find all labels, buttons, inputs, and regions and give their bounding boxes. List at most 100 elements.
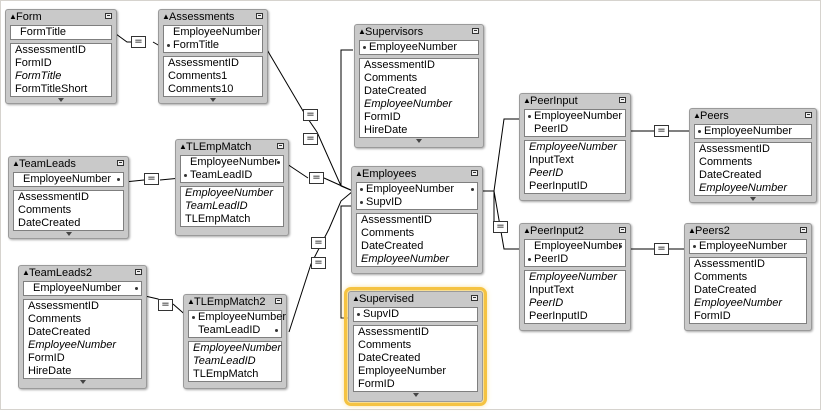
collapse-icon[interactable] bbox=[105, 13, 112, 19]
field-list[interactable]: EmployeeNumber TeamLeadID TLEmpMatch bbox=[188, 341, 282, 382]
field: HireDate bbox=[364, 124, 408, 136]
key-fields: EmployeeNumber TeamLeadID bbox=[188, 310, 286, 338]
field-list[interactable]: AssessmentID Comments DateCreated Employ… bbox=[353, 325, 478, 392]
table-occurrence-peers[interactable]: ▲Peers EmployeeNumber AssessmentID Comme… bbox=[689, 108, 817, 203]
key-field[interactable]: EmployeeNumber bbox=[690, 240, 806, 253]
relationship-operator[interactable]: = bbox=[158, 299, 173, 311]
collapse-icon[interactable] bbox=[805, 112, 812, 118]
field-list[interactable]: AssessmentID Comments DateCreated Employ… bbox=[23, 299, 142, 379]
key-fields: EmployeeNumber bbox=[13, 172, 124, 187]
collapse-icon[interactable] bbox=[619, 227, 626, 233]
scroll-down-icon[interactable] bbox=[9, 231, 128, 237]
field: EmployeeNumber bbox=[529, 141, 618, 153]
table-occurrence-supervisors[interactable]: ▲Supervisors EmployeeNumber AssessmentID… bbox=[354, 24, 484, 148]
table-occurrence-assessments[interactable]: ▲Assessments EmployeeNumber FormTitle As… bbox=[158, 9, 268, 104]
key-field[interactable]: EmployeeNumber bbox=[695, 125, 811, 138]
field: TeamLeadID bbox=[193, 355, 256, 367]
scroll-down-icon[interactable] bbox=[159, 97, 267, 103]
key-field[interactable]: FormTitle bbox=[20, 26, 67, 38]
relationship-operator[interactable]: = bbox=[131, 36, 146, 48]
pin-icon: ▲ bbox=[352, 294, 360, 303]
field-list[interactable]: AssessmentID Comments DateCreated Employ… bbox=[359, 58, 479, 138]
field: AssessmentID bbox=[694, 258, 765, 270]
field-list[interactable]: AssessmentID Comments DateCreated Employ… bbox=[689, 257, 807, 324]
table-occurrence-peers2[interactable]: ▲Peers2 EmployeeNumber AssessmentID Comm… bbox=[684, 223, 812, 331]
field-list[interactable]: AssessmentID Comments DateCreated bbox=[13, 190, 124, 231]
relationship-operator[interactable]: = bbox=[311, 237, 326, 249]
scroll-down-icon[interactable] bbox=[6, 97, 116, 103]
scroll-down-icon[interactable] bbox=[349, 392, 482, 398]
field-list[interactable]: EmployeeNumber TeamLeadID TLEmpMatch bbox=[180, 186, 284, 227]
key-field[interactable]: EmployeeNumber bbox=[190, 156, 280, 168]
key-fields: EmployeeNumber PeerID bbox=[524, 109, 626, 137]
field: AssessmentID bbox=[15, 44, 86, 56]
key-field[interactable]: TeamLeadID bbox=[181, 169, 283, 182]
key-field[interactable]: SupvID bbox=[357, 196, 477, 209]
key-field[interactable]: FormTitle bbox=[164, 39, 262, 52]
table-occurrence-tlempmatch2[interactable]: ▲TLEmpMatch2 EmployeeNumber TeamLeadID E… bbox=[183, 294, 287, 389]
pin-icon: ▲ bbox=[355, 169, 363, 178]
relationship-operator[interactable]: = bbox=[493, 221, 508, 233]
field: AssessmentID bbox=[168, 57, 239, 69]
relationship-operator[interactable]: = bbox=[654, 243, 669, 255]
table-occurrence-form[interactable]: ▲Form FormTitle AssessmentID FormID Form… bbox=[5, 9, 117, 104]
key-field[interactable]: EmployeeNumber bbox=[360, 41, 478, 54]
field-list[interactable]: EmployeeNumber InputText PeerID PeerInpu… bbox=[524, 140, 626, 194]
field-list[interactable]: AssessmentID Comments DateCreated Employ… bbox=[356, 213, 478, 267]
table-occurrence-peerinput[interactable]: ▲PeerInput EmployeeNumber PeerID Employe… bbox=[519, 93, 631, 201]
scroll-down-icon[interactable] bbox=[355, 138, 483, 144]
collapse-icon[interactable] bbox=[256, 13, 263, 19]
relationship-operator[interactable]: = bbox=[303, 109, 318, 121]
table-title: PeerInput bbox=[530, 95, 578, 107]
table-occurrence-tlempmatch[interactable]: ▲TLEmpMatch EmployeeNumber TeamLeadID Em… bbox=[175, 139, 289, 236]
collapse-icon[interactable] bbox=[471, 295, 478, 301]
field: FormTitleShort bbox=[15, 83, 88, 95]
key-field[interactable]: EmployeeNumber bbox=[24, 282, 141, 295]
collapse-icon[interactable] bbox=[472, 28, 479, 34]
key-field[interactable]: SupvID bbox=[354, 308, 477, 321]
relationship-operator[interactable]: = bbox=[309, 172, 324, 184]
collapse-icon[interactable] bbox=[275, 298, 282, 304]
field-list[interactable]: AssessmentID Comments DateCreated Employ… bbox=[694, 142, 812, 196]
pin-icon: ▲ bbox=[693, 111, 701, 120]
relationship-operator[interactable]: = bbox=[311, 257, 326, 269]
key-field[interactable]: EmployeeNumber bbox=[173, 26, 262, 38]
key-field[interactable]: EmployeeNumber bbox=[14, 173, 123, 186]
key-field[interactable]: PeerID bbox=[525, 253, 625, 266]
relationship-operator[interactable]: = bbox=[303, 133, 318, 145]
field-list[interactable]: AssessmentID Comments1 Comments10 bbox=[163, 56, 263, 97]
table-occurrence-peerinput2[interactable]: ▲PeerInput2 EmployeeNumber PeerID Employ… bbox=[519, 223, 631, 331]
field: Comments10 bbox=[168, 83, 234, 95]
relationship-operator[interactable]: = bbox=[144, 173, 159, 185]
table-title: TeamLeads bbox=[19, 158, 76, 170]
key-field[interactable]: TeamLeadID bbox=[189, 324, 281, 337]
field-list[interactable]: AssessmentID FormID FormTitle FormTitleS… bbox=[10, 43, 112, 97]
relationship-operator[interactable]: = bbox=[654, 125, 669, 137]
field: Comments bbox=[364, 72, 418, 84]
key-field[interactable]: EmployeeNumber bbox=[189, 311, 286, 324]
table-occurrence-employees[interactable]: ▲Employees EmployeeNumber SupvID Assessm… bbox=[351, 166, 483, 274]
field: TLEmpMatch bbox=[193, 368, 259, 380]
key-field[interactable]: PeerID bbox=[534, 123, 569, 135]
key-field[interactable]: EmployeeNumber bbox=[357, 183, 477, 196]
key-fields: EmployeeNumber PeerID bbox=[524, 239, 626, 267]
scroll-down-icon[interactable] bbox=[690, 196, 816, 202]
table-occurrence-teamleads2[interactable]: ▲TeamLeads2 EmployeeNumber AssessmentID … bbox=[18, 265, 147, 389]
field: AssessmentID bbox=[28, 300, 99, 312]
collapse-icon[interactable] bbox=[277, 143, 284, 149]
pin-icon: ▲ bbox=[179, 142, 187, 151]
collapse-icon[interactable] bbox=[800, 227, 807, 233]
table-title: Employees bbox=[362, 168, 417, 180]
table-occurrence-supervised[interactable]: ▲Supervised SupvID AssessmentID Comments… bbox=[344, 287, 487, 406]
collapse-icon[interactable] bbox=[117, 160, 124, 166]
table-occurrence-teamleads[interactable]: ▲TeamLeads EmployeeNumber AssessmentID C… bbox=[8, 156, 129, 239]
scroll-down-icon[interactable] bbox=[19, 379, 146, 385]
collapse-icon[interactable] bbox=[471, 170, 478, 176]
field: AssessmentID bbox=[699, 143, 770, 155]
collapse-icon[interactable] bbox=[135, 269, 142, 275]
key-field[interactable]: EmployeeNumber bbox=[534, 240, 623, 252]
collapse-icon[interactable] bbox=[619, 97, 626, 103]
key-field[interactable]: EmployeeNumber bbox=[525, 110, 625, 123]
field-list[interactable]: EmployeeNumber InputText PeerID PeerInpu… bbox=[524, 270, 626, 324]
